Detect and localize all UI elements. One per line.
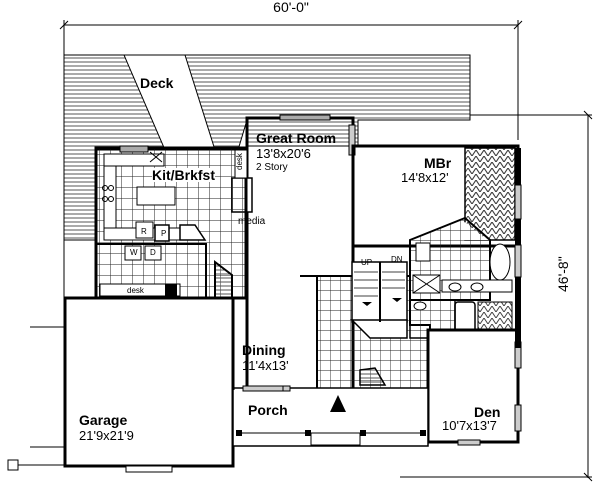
master-bath-area [409, 216, 513, 339]
stairs-up-label: UP [361, 258, 373, 267]
great-room-label: Great Room [256, 130, 337, 146]
foyer-area [300, 261, 431, 391]
dining-walls [231, 300, 284, 392]
dining-size: 11'4x13' [242, 358, 289, 373]
master-bedroom-size: 14'8x12' [401, 170, 449, 185]
entry-arrow [330, 395, 346, 412]
depth-dimension-line [400, 110, 593, 482]
den-label: Den [474, 404, 501, 420]
great-room-size: 13'8x20'6 [256, 146, 311, 161]
deck-label: Deck [140, 75, 174, 91]
den-walls [426, 148, 522, 446]
laundry-area [95, 243, 233, 301]
refrigerator-label: R [141, 227, 147, 236]
kitchen-label: Kit/Brkfst [152, 167, 216, 183]
master-bedroom-label: MBr [424, 155, 452, 171]
porch-label: Porch [248, 402, 288, 418]
washer-label: W [130, 248, 138, 257]
porch-area [232, 385, 429, 447]
pantry-label: P [161, 229, 167, 238]
overall-depth-dimension: 46'-8" [555, 256, 571, 292]
great-room-desk-label: desk [235, 153, 244, 170]
garage-label: Garage [79, 412, 128, 428]
stairs-down-label: DN [391, 255, 403, 264]
laundry-desk-label: desk [127, 286, 144, 295]
garage-size: 21'9x21'9 [79, 428, 134, 443]
media-label: media [238, 216, 266, 227]
master-bedroom-walls [351, 144, 520, 248]
dining-label: Dining [242, 342, 286, 358]
great-room-note: 2 Story [256, 162, 288, 173]
width-dimension-line [59, 20, 523, 140]
overall-width-dimension: 60'-0" [273, 0, 309, 15]
den-size: 10'7x13'7 [442, 418, 497, 433]
dryer-label: D [150, 248, 156, 257]
garage-walls [7, 296, 235, 473]
